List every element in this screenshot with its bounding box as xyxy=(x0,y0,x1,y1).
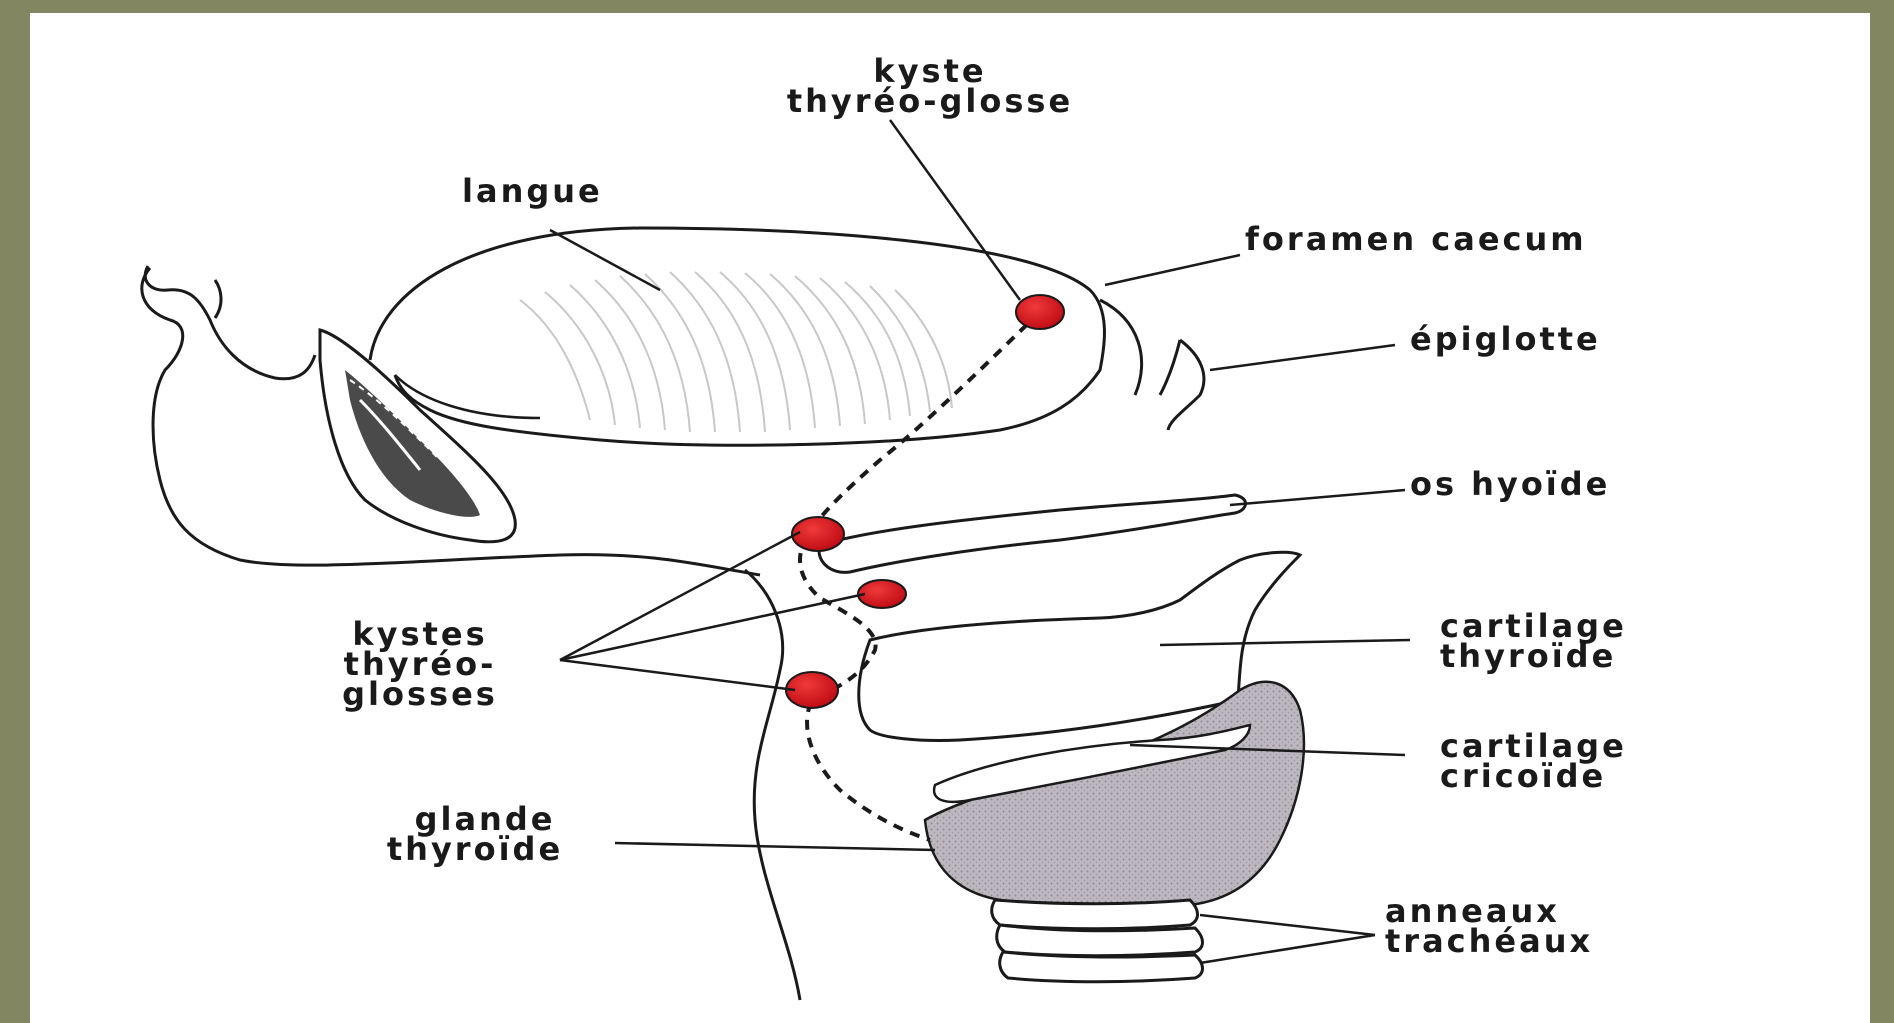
label-kyste-tg-line2: thyréo-glosse xyxy=(787,82,1073,120)
label-langue: langue xyxy=(462,172,603,210)
label-os-hyoide: os hyoïde xyxy=(1410,465,1610,503)
label-anneaux-line2: trachéaux xyxy=(1385,922,1593,960)
epiglottis xyxy=(1100,300,1204,430)
nose-tip xyxy=(215,280,221,318)
label-cart-cricoide-line2: cricoïde xyxy=(1440,757,1606,795)
label-epiglotte: épiglotte xyxy=(1410,320,1601,358)
label-foramen-caecum: foramen caecum xyxy=(1245,220,1587,258)
tracheal-rings xyxy=(992,900,1203,982)
cyst-foramen xyxy=(1016,295,1064,329)
cyst-prelaryngeal xyxy=(858,580,906,608)
label-glande-line2: thyroïde xyxy=(387,830,563,868)
hyoid-bone xyxy=(819,495,1245,572)
neck-line xyxy=(745,570,800,1000)
label-kystes-line3: glosses xyxy=(342,675,498,713)
label-cart-thyroide-line2: thyroïde xyxy=(1440,637,1616,675)
cyst-hyoid xyxy=(792,517,844,551)
tongue xyxy=(370,228,1104,445)
